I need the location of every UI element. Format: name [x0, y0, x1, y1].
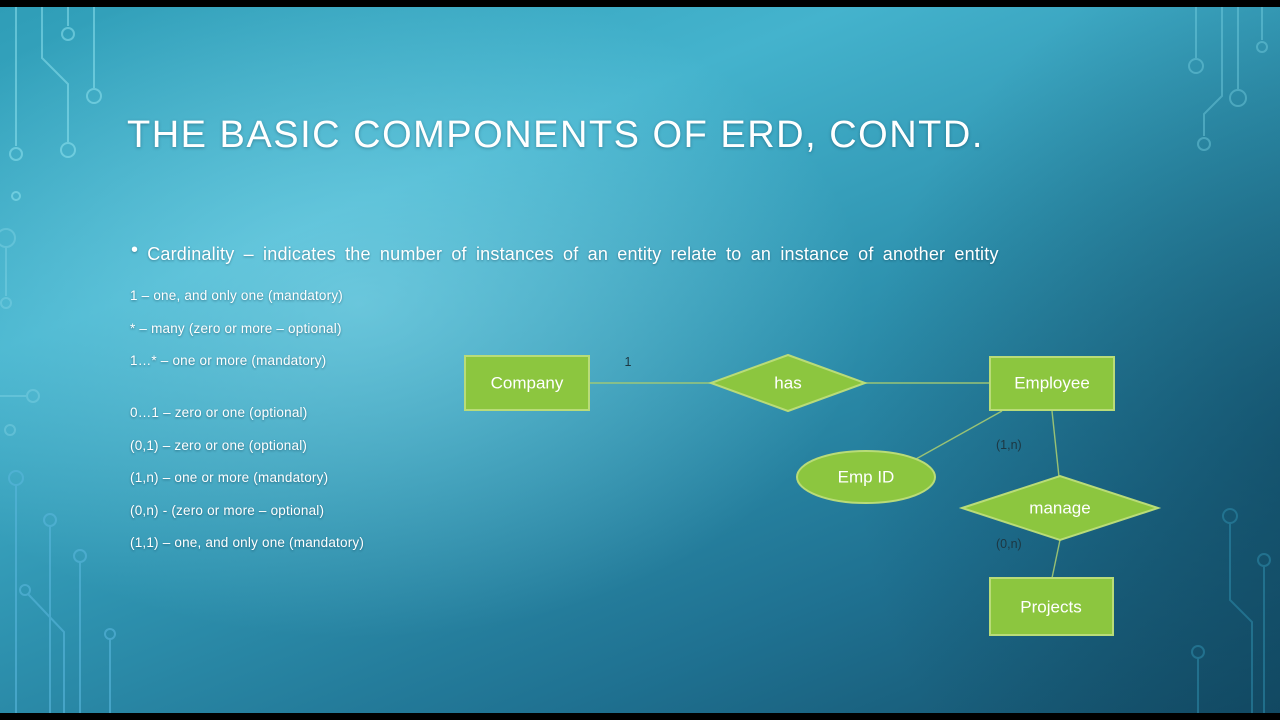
page-title: THE BASIC COMPONENTS OF ERD, CONTD. — [127, 114, 984, 156]
cardinality-item: * – many (zero or more – optional) — [130, 320, 342, 336]
bullet-text: Cardinality – indicates the number of in… — [147, 244, 999, 264]
cardinality-item: (0,1) – zero or one (optional) — [130, 437, 308, 453]
cardinality-item: 1…* – one or more (mandatory) — [130, 353, 327, 368]
cardinality-item: (1,n) – one or more (mandatory) — [130, 470, 329, 485]
cardinality-item: 0…1 – zero or one (optional) — [130, 405, 308, 420]
cardinality-list: 1 – one, and only one (mandatory) * – ma… — [130, 289, 364, 569]
cardinality-item: (1,1) – one, and only one (mandatory) — [130, 535, 365, 550]
cardinality-item: (0,n) - (zero or more – optional) — [130, 502, 325, 518]
letterbox-top — [0, 0, 1280, 7]
bullet-point: • Cardinality – indicates the number of … — [131, 239, 1171, 265]
bullet-icon: • — [131, 239, 139, 261]
letterbox-bottom — [0, 713, 1280, 720]
cardinality-item: 1 – one, and only one (mandatory) — [130, 288, 343, 303]
